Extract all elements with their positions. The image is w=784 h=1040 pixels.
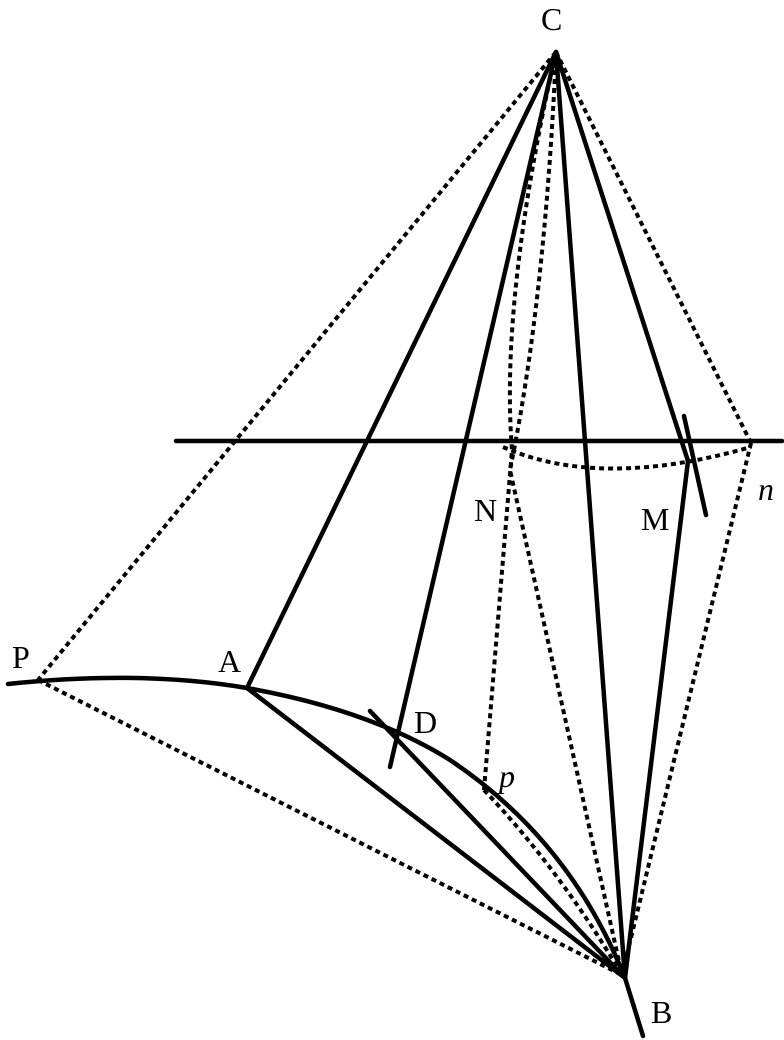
dotted-line-p-b bbox=[37, 678, 623, 977]
line-c-a bbox=[244, 49, 559, 691]
dotted-line-n-point-b bbox=[620, 442, 753, 976]
dotted-arc-n-m-n bbox=[502, 445, 752, 471]
dotted-line-c-p bbox=[36, 50, 558, 682]
dotted-lines bbox=[36, 50, 753, 977]
label-m: M bbox=[641, 501, 669, 537]
line-d-b bbox=[367, 708, 628, 981]
dotted-curve-c-n-b bbox=[507, 51, 624, 976]
label-n-lower: n bbox=[758, 471, 774, 507]
line-c-m bbox=[553, 49, 691, 464]
label-c: C bbox=[541, 1, 562, 37]
dotted-line-c-n-point bbox=[554, 51, 753, 444]
label-a: A bbox=[218, 643, 241, 679]
tick-at-m bbox=[681, 413, 709, 518]
label-d: D bbox=[414, 704, 437, 740]
line-a-b bbox=[244, 685, 628, 981]
point-labels: C P A D N M n p B bbox=[12, 1, 774, 1030]
label-n-upper: N bbox=[474, 492, 497, 528]
label-p: P bbox=[12, 639, 30, 675]
dotted-curve-c-n-p bbox=[482, 51, 558, 791]
solid-lines bbox=[5, 49, 784, 1039]
label-p-lower: p bbox=[497, 758, 515, 794]
line-c-b bbox=[553, 49, 628, 981]
label-b: B bbox=[651, 994, 672, 1030]
dotted-curve-p-b bbox=[482, 788, 624, 977]
arc-p-a-d-b bbox=[5, 675, 646, 1039]
line-m-b bbox=[622, 458, 691, 981]
line-c-d bbox=[387, 49, 559, 770]
